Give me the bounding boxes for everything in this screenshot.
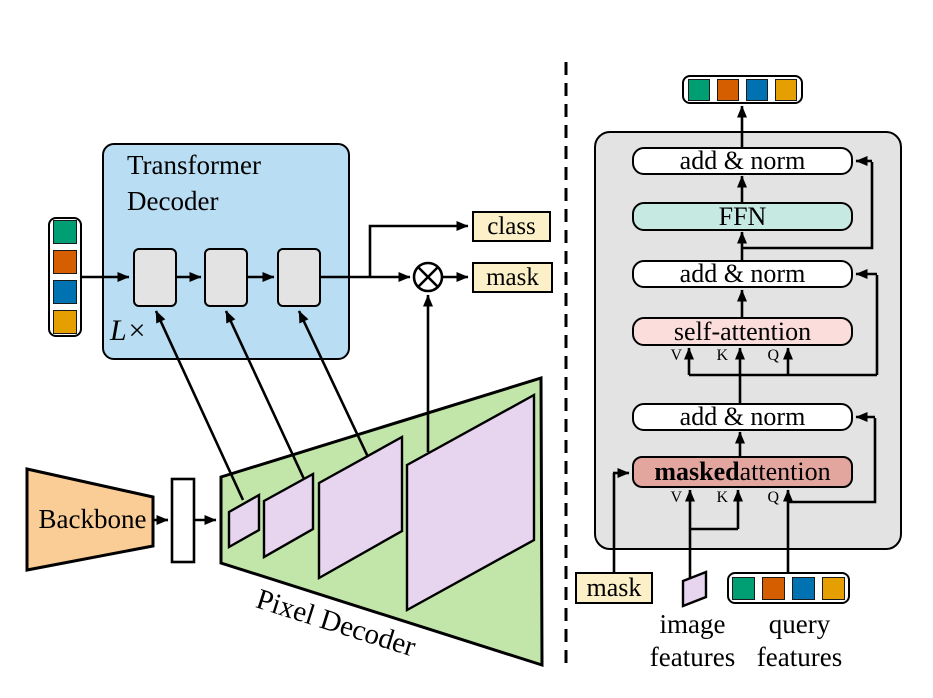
add-norm-middle-box: add & norm — [632, 259, 853, 288]
class-output-box: class — [472, 211, 551, 242]
query-token — [53, 280, 77, 304]
query-features-label-line2: features — [756, 642, 843, 672]
query-tokens-column — [48, 217, 82, 337]
backbone-output-feature — [170, 477, 196, 564]
query-features-label: query features — [742, 608, 857, 674]
self-attn-k-label: K — [716, 347, 728, 364]
image-features-label: image features — [635, 608, 750, 674]
image-features-parallelogram — [681, 570, 708, 608]
query-token — [746, 78, 768, 101]
feature-map-3 — [317, 434, 404, 581]
query-features-label-line1: query — [768, 609, 831, 639]
query-token — [53, 310, 77, 334]
masked-attention-label-bold: masked — [654, 457, 740, 486]
ffn-box: FFN — [632, 202, 853, 231]
output-query-tokens-row — [682, 75, 803, 104]
mask-input-box: mask — [575, 572, 653, 604]
class-output-label: class — [487, 212, 536, 240]
transformer-decoder-title-line1: Transformer — [127, 150, 261, 180]
query-features-tokens-row — [727, 572, 850, 604]
add-norm-top-label: add & norm — [679, 146, 806, 175]
masked-attn-v-label: V — [670, 489, 682, 506]
query-token — [822, 576, 845, 600]
query-token — [717, 78, 739, 101]
mask-output-box: mask — [472, 262, 553, 293]
image-features-label-line1: image — [659, 609, 726, 639]
decoder-layer-block-3 — [277, 248, 321, 307]
self-attn-q-label: Q — [767, 347, 779, 364]
ffn-label: FFN — [718, 201, 767, 231]
pixel-decoder-label: Pixel Decoder — [252, 583, 420, 664]
query-token — [792, 576, 815, 600]
image-features-label-line2: features — [649, 642, 736, 672]
multiply-icon — [412, 261, 444, 293]
self-attn-v-label: V — [670, 347, 682, 364]
masked-attention-label-rest: attention — [739, 457, 831, 486]
transformer-decoder-title: Transformer Decoder — [127, 147, 261, 219]
decoder-layer-block-2 — [204, 248, 248, 307]
feature-map-2 — [262, 471, 315, 560]
mask-input-label: mask — [586, 573, 642, 602]
masked-attn-k-label: K — [716, 489, 728, 506]
mask-output-label: mask — [486, 263, 539, 291]
decoder-layer-block-1 — [133, 248, 177, 307]
query-token — [775, 78, 797, 101]
add-norm-top-box: add & norm — [632, 146, 853, 175]
query-token — [688, 78, 710, 101]
masked-attention-box: masked attention — [632, 456, 853, 488]
transformer-decoder-title-line2: Decoder — [127, 186, 219, 216]
add-norm-middle-label: add & norm — [679, 259, 806, 288]
backbone-label: Backbone — [38, 504, 147, 534]
query-token — [53, 220, 77, 244]
query-token — [762, 576, 785, 600]
query-token — [53, 250, 77, 274]
feature-map-1 — [227, 492, 261, 550]
add-norm-bottom-box: add & norm — [632, 402, 853, 431]
feature-map-4 — [405, 392, 536, 613]
masked-attn-q-label: Q — [767, 489, 779, 506]
add-norm-bottom-label: add & norm — [679, 402, 806, 431]
self-attention-label: self-attention — [673, 316, 812, 346]
query-token — [732, 576, 755, 600]
repeat-count-label: L× — [110, 314, 147, 347]
self-attention-box: self-attention — [632, 317, 853, 346]
